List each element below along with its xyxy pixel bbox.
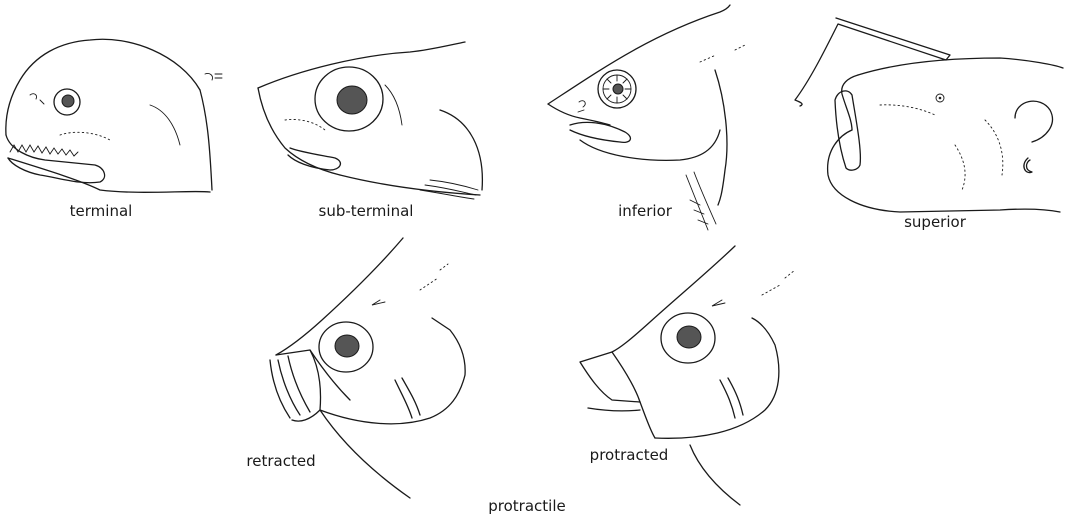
label-superior: superior bbox=[904, 213, 967, 231]
protracted-fish-head: protracted bbox=[580, 246, 795, 505]
label-inferior: inferior bbox=[618, 202, 673, 220]
sub-terminal-fish-head: sub-terminal bbox=[258, 42, 482, 220]
label-protractile: protractile bbox=[488, 497, 565, 515]
inferior-fish-head: inferior bbox=[548, 5, 745, 230]
label-protracted: protracted bbox=[590, 446, 669, 464]
retracted-fish-head: retracted bbox=[246, 238, 465, 498]
terminal-fish-head: terminal bbox=[6, 39, 222, 220]
label-retracted: retracted bbox=[246, 452, 315, 470]
label-sub-terminal: sub-terminal bbox=[319, 202, 414, 220]
superior-fish-head: superior bbox=[795, 18, 1063, 231]
label-terminal: terminal bbox=[70, 202, 133, 220]
